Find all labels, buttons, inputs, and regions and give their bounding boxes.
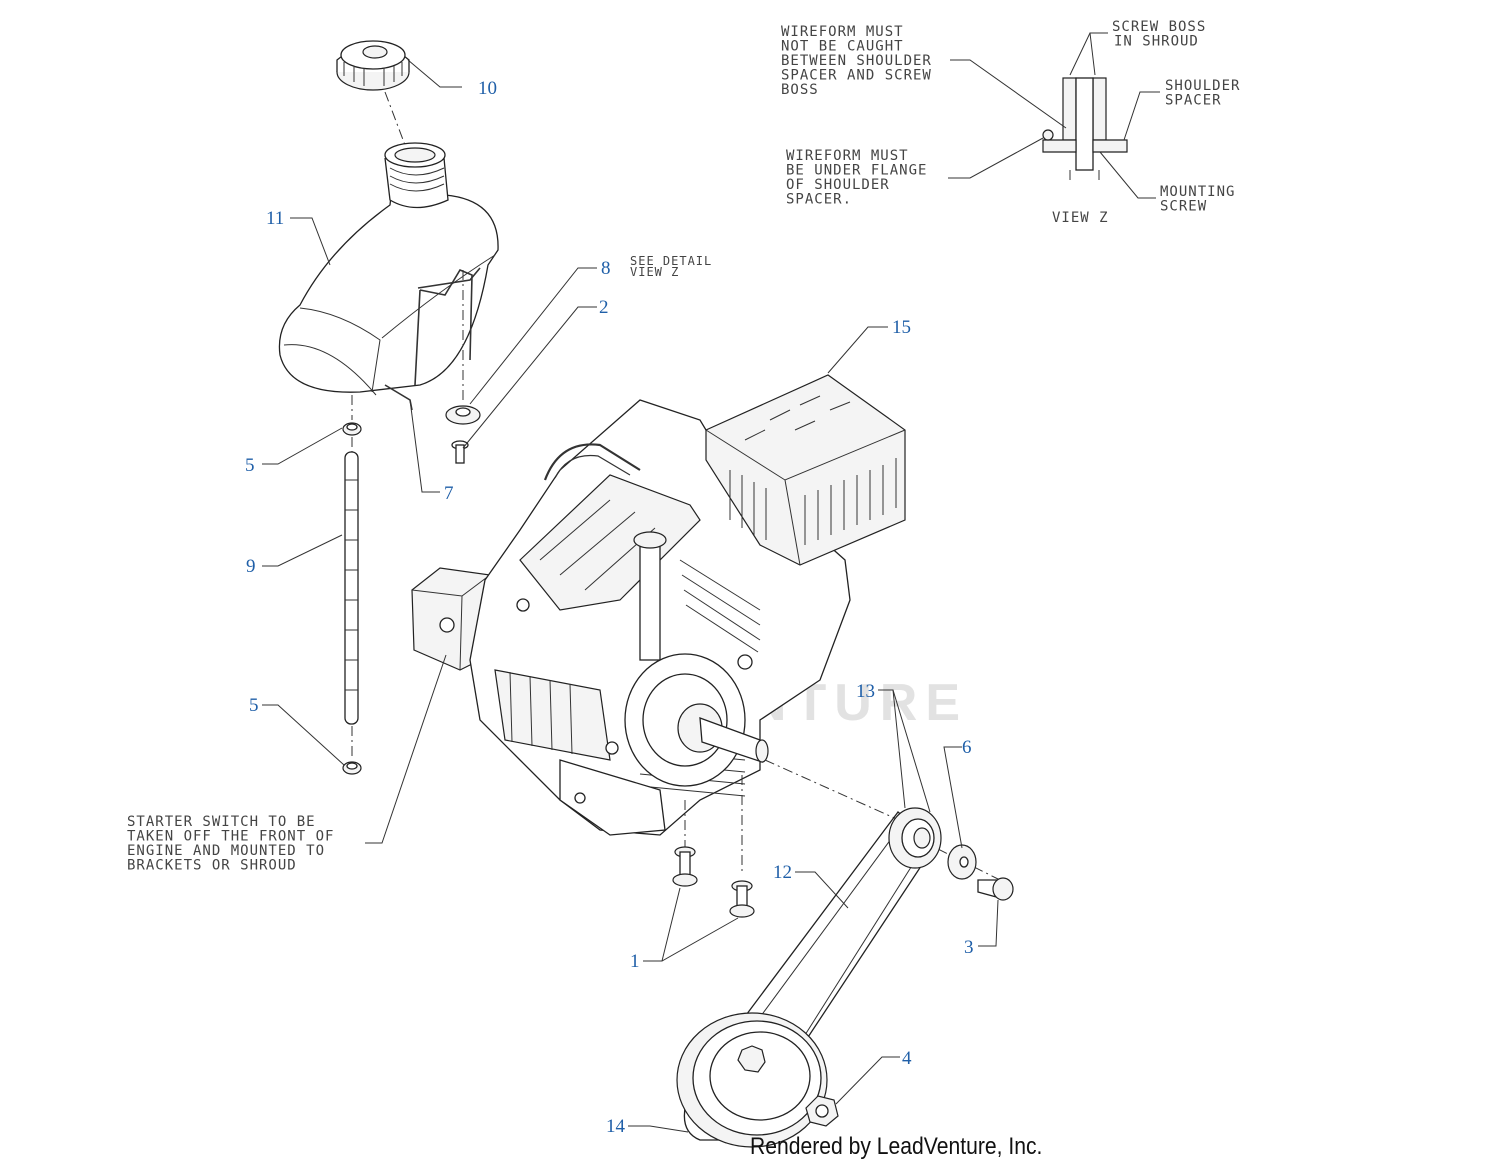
shoulder-spacer-flange — [1042, 139, 1128, 153]
note-screw-boss: SCREW BOSS IN SHROUD — [1112, 19, 1216, 50]
note-shoulder-spacer: SHOULDER SPACER — [1165, 78, 1250, 109]
screw-boss-left — [1062, 77, 1077, 141]
detail-view-z — [948, 32, 1160, 199]
driven-pulley-part — [676, 1012, 828, 1148]
mounting-screw-shaft — [1075, 77, 1094, 171]
fuel-clamp-bottom — [342, 761, 362, 775]
callout-5-top: 5 — [245, 455, 255, 476]
fuel-line-part — [344, 451, 359, 725]
fuel-cap-part — [336, 40, 410, 91]
callout-2: 2 — [599, 297, 609, 318]
note-wireform-under: WIREFORM MUST BE UNDER FLANGE OF SHOULDE… — [786, 148, 937, 208]
pulley-bolt-part — [977, 877, 1014, 901]
note-wireform-caught: WIREFORM MUST NOT BE CAUGHT BETWEEN SHOU… — [781, 24, 941, 98]
engine-pulley-part — [888, 807, 942, 869]
callout-9: 9 — [246, 556, 256, 577]
note-mounting-screw: MOUNTING SCREW — [1160, 184, 1245, 215]
callout-4: 4 — [902, 1048, 912, 1069]
callout-12: 12 — [773, 862, 792, 883]
callout-11: 11 — [266, 208, 284, 229]
fuel-tank-part — [278, 142, 499, 411]
callout-8: 8 — [601, 258, 611, 279]
note-starter-switch: STARTER SWITCH TO BE TAKEN OFF THE FRONT… — [127, 814, 344, 874]
callout-5-bottom: 5 — [249, 695, 259, 716]
note-view-z: VIEW Z — [1052, 210, 1109, 226]
callout-1: 1 — [630, 951, 640, 972]
callout-15: 15 — [892, 317, 911, 338]
callout-14: 14 — [606, 1116, 626, 1137]
screw-boss-right — [1092, 77, 1107, 141]
note-see-detail: SEE DETAIL VIEW Z — [630, 254, 720, 279]
callout-7: 7 — [444, 483, 454, 504]
footer-credit: Rendered by LeadVenture, Inc. — [750, 1133, 1043, 1160]
callout-10: 10 — [478, 78, 497, 99]
callout-leaders — [262, 59, 999, 1133]
wireform-section — [1042, 129, 1054, 141]
engine-bolt-left — [672, 846, 698, 887]
callout-6: 6 — [962, 737, 972, 758]
callout-3: 3 — [964, 937, 974, 958]
fuel-clamp-top — [342, 422, 362, 436]
callout-13: 13 — [856, 681, 875, 702]
engine-part — [411, 374, 906, 836]
engine-bolt-right — [729, 880, 755, 918]
pulley-nut-part — [805, 1095, 839, 1127]
washer-part — [947, 844, 977, 880]
